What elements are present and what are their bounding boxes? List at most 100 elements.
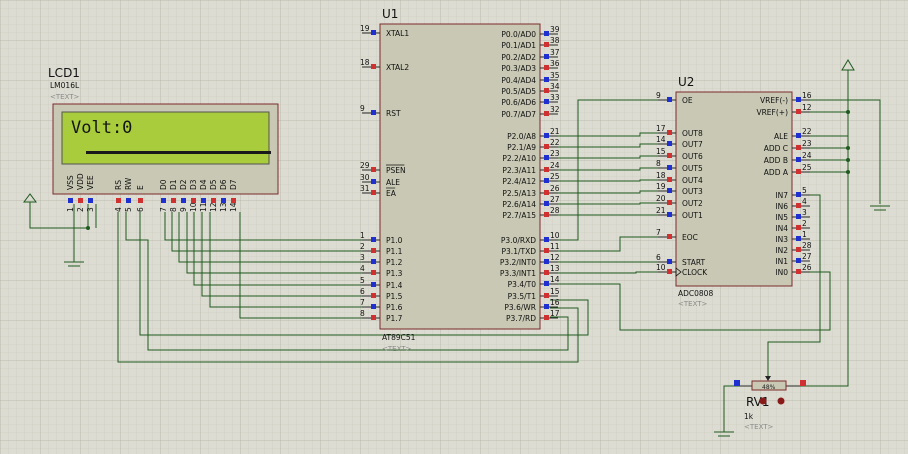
mcu-pin-number: 8 <box>360 309 365 318</box>
mcu-pin-14[interactable] <box>544 281 549 286</box>
lcd-pin-6[interactable] <box>138 198 143 203</box>
lcd-pin-9[interactable] <box>181 198 186 203</box>
lcd-pin-10[interactable] <box>191 198 196 203</box>
adc-pin-25[interactable] <box>796 169 801 174</box>
adc-pin-4[interactable] <box>796 203 801 208</box>
adc-pin-3[interactable] <box>796 214 801 219</box>
adc-pin-19[interactable] <box>667 188 672 193</box>
mcu-pin-label: XTAL1 <box>386 29 409 38</box>
lcd-pin-8[interactable] <box>171 198 176 203</box>
mcu-pin-19[interactable] <box>371 30 376 35</box>
adc-pin-1[interactable] <box>796 236 801 241</box>
lcd-pin-label-9: D2 <box>179 179 188 190</box>
adc-pin-15[interactable] <box>667 153 672 158</box>
adc-pin-27[interactable] <box>796 258 801 263</box>
mcu-pin-30[interactable] <box>371 179 376 184</box>
mcu-pin-11[interactable] <box>544 248 549 253</box>
adc-pin-12[interactable] <box>796 109 801 114</box>
mcu-pin-27[interactable] <box>544 201 549 206</box>
mcu-pin-29[interactable] <box>371 167 376 172</box>
mcu-pin-15[interactable] <box>544 293 549 298</box>
mcu-pin-5[interactable] <box>371 282 376 287</box>
pot-decrease-button[interactable] <box>759 397 767 405</box>
mcu-pin-35[interactable] <box>544 77 549 82</box>
pot-increase-button[interactable] <box>777 397 785 405</box>
mcu-pin-25[interactable] <box>544 178 549 183</box>
mcu-pin-2[interactable] <box>371 248 376 253</box>
mcu-pin-6[interactable] <box>371 293 376 298</box>
lcd-pin-7[interactable] <box>161 198 166 203</box>
adc-pin-label: ADD C <box>764 144 788 153</box>
adc-pin-20[interactable] <box>667 200 672 205</box>
lcd-pin-4[interactable] <box>116 198 121 203</box>
adc-pin-14[interactable] <box>667 141 672 146</box>
mcu-pin-label: P2.7/A15 <box>502 211 536 220</box>
mcu-pin-39[interactable] <box>544 31 549 36</box>
mcu-pin-33[interactable] <box>544 99 549 104</box>
mcu-pin-16[interactable] <box>544 304 549 309</box>
mcu-pin-36[interactable] <box>544 65 549 70</box>
mcu-pin-label: P0.1/AD1 <box>501 41 536 50</box>
adc-pin-22[interactable] <box>796 133 801 138</box>
lcd-pin-2[interactable] <box>78 198 83 203</box>
adc-pin-8[interactable] <box>667 165 672 170</box>
lcd-component[interactable]: LCD1 LM016L <TEXT> Volt:0 VSS1VDD2VEE3RS… <box>48 66 279 212</box>
adc-pin-7[interactable] <box>667 234 672 239</box>
adc-pin-17[interactable] <box>667 130 672 135</box>
adc-pin-28[interactable] <box>796 247 801 252</box>
adc-pin-6[interactable] <box>667 259 672 264</box>
lcd-pin-13[interactable] <box>221 198 226 203</box>
mcu-pin-31[interactable] <box>371 190 376 195</box>
adc-pin-26[interactable] <box>796 269 801 274</box>
adc-pin-label: ADD A <box>764 168 789 177</box>
pot-component[interactable]: 48% RV1 1k <TEXT> <box>734 376 806 431</box>
mcu-pin-28[interactable] <box>544 212 549 217</box>
adc-pin-2[interactable] <box>796 225 801 230</box>
mcu-pin-18[interactable] <box>371 64 376 69</box>
mcu-pin-label: P0.6/AD6 <box>501 98 536 107</box>
adc-pin-label: OUT6 <box>682 152 703 161</box>
adc-pin-24[interactable] <box>796 157 801 162</box>
adc-pin-18[interactable] <box>667 177 672 182</box>
mcu-pin-17[interactable] <box>544 315 549 320</box>
lcd-pin-5[interactable] <box>126 198 131 203</box>
mcu-pin-4[interactable] <box>371 270 376 275</box>
mcu-pin-10[interactable] <box>544 237 549 242</box>
mcu-pin-12[interactable] <box>544 259 549 264</box>
mcu-component[interactable]: U1 AT89C51 <TEXT> 19XTAL118XTAL29RST29PS… <box>360 7 560 353</box>
mcu-pin-3[interactable] <box>371 259 376 264</box>
lcd-pin-3[interactable] <box>88 198 93 203</box>
mcu-pin-26[interactable] <box>544 190 549 195</box>
mcu-pin-38[interactable] <box>544 42 549 47</box>
mcu-pin-8[interactable] <box>371 315 376 320</box>
mcu-left-pins: 19XTAL118XTAL29RST29PSEN30ALE31EA1P1.02P… <box>360 24 409 323</box>
adc-pin-16[interactable] <box>796 97 801 102</box>
adc-pin-10[interactable] <box>667 269 672 274</box>
lcd-pin-11[interactable] <box>201 198 206 203</box>
mcu-pin-1[interactable] <box>371 237 376 242</box>
adc-pin-5[interactable] <box>796 192 801 197</box>
mcu-pin-7[interactable] <box>371 304 376 309</box>
adc-pin-21[interactable] <box>667 212 672 217</box>
mcu-pin-24[interactable] <box>544 167 549 172</box>
adc-component[interactable]: U2 ADC0808 <TEXT> 9OE17OUT814OUT715OUT68… <box>656 75 812 308</box>
mcu-pin-34[interactable] <box>544 88 549 93</box>
lcd-pin-12[interactable] <box>211 198 216 203</box>
pot-wiper[interactable] <box>765 376 771 381</box>
mcu-pin-22[interactable] <box>544 144 549 149</box>
lcd-pin-1[interactable] <box>68 198 73 203</box>
mcu-pin-9[interactable] <box>371 110 376 115</box>
adc-pin-9[interactable] <box>667 97 672 102</box>
mcu-pin-32[interactable] <box>544 111 549 116</box>
mcu-pin-21[interactable] <box>544 133 549 138</box>
adc-pin-23[interactable] <box>796 145 801 150</box>
mcu-pin-label: P2.4/A12 <box>502 177 536 186</box>
mcu-pin-number: 2 <box>360 242 365 251</box>
mcu-pin-13[interactable] <box>544 270 549 275</box>
mcu-pin-23[interactable] <box>544 155 549 160</box>
lcd-pin-14[interactable] <box>231 198 236 203</box>
wire-d4 <box>193 212 362 286</box>
lcd-pin-number-2: 2 <box>76 207 85 212</box>
mcu-pin-37[interactable] <box>544 54 549 59</box>
